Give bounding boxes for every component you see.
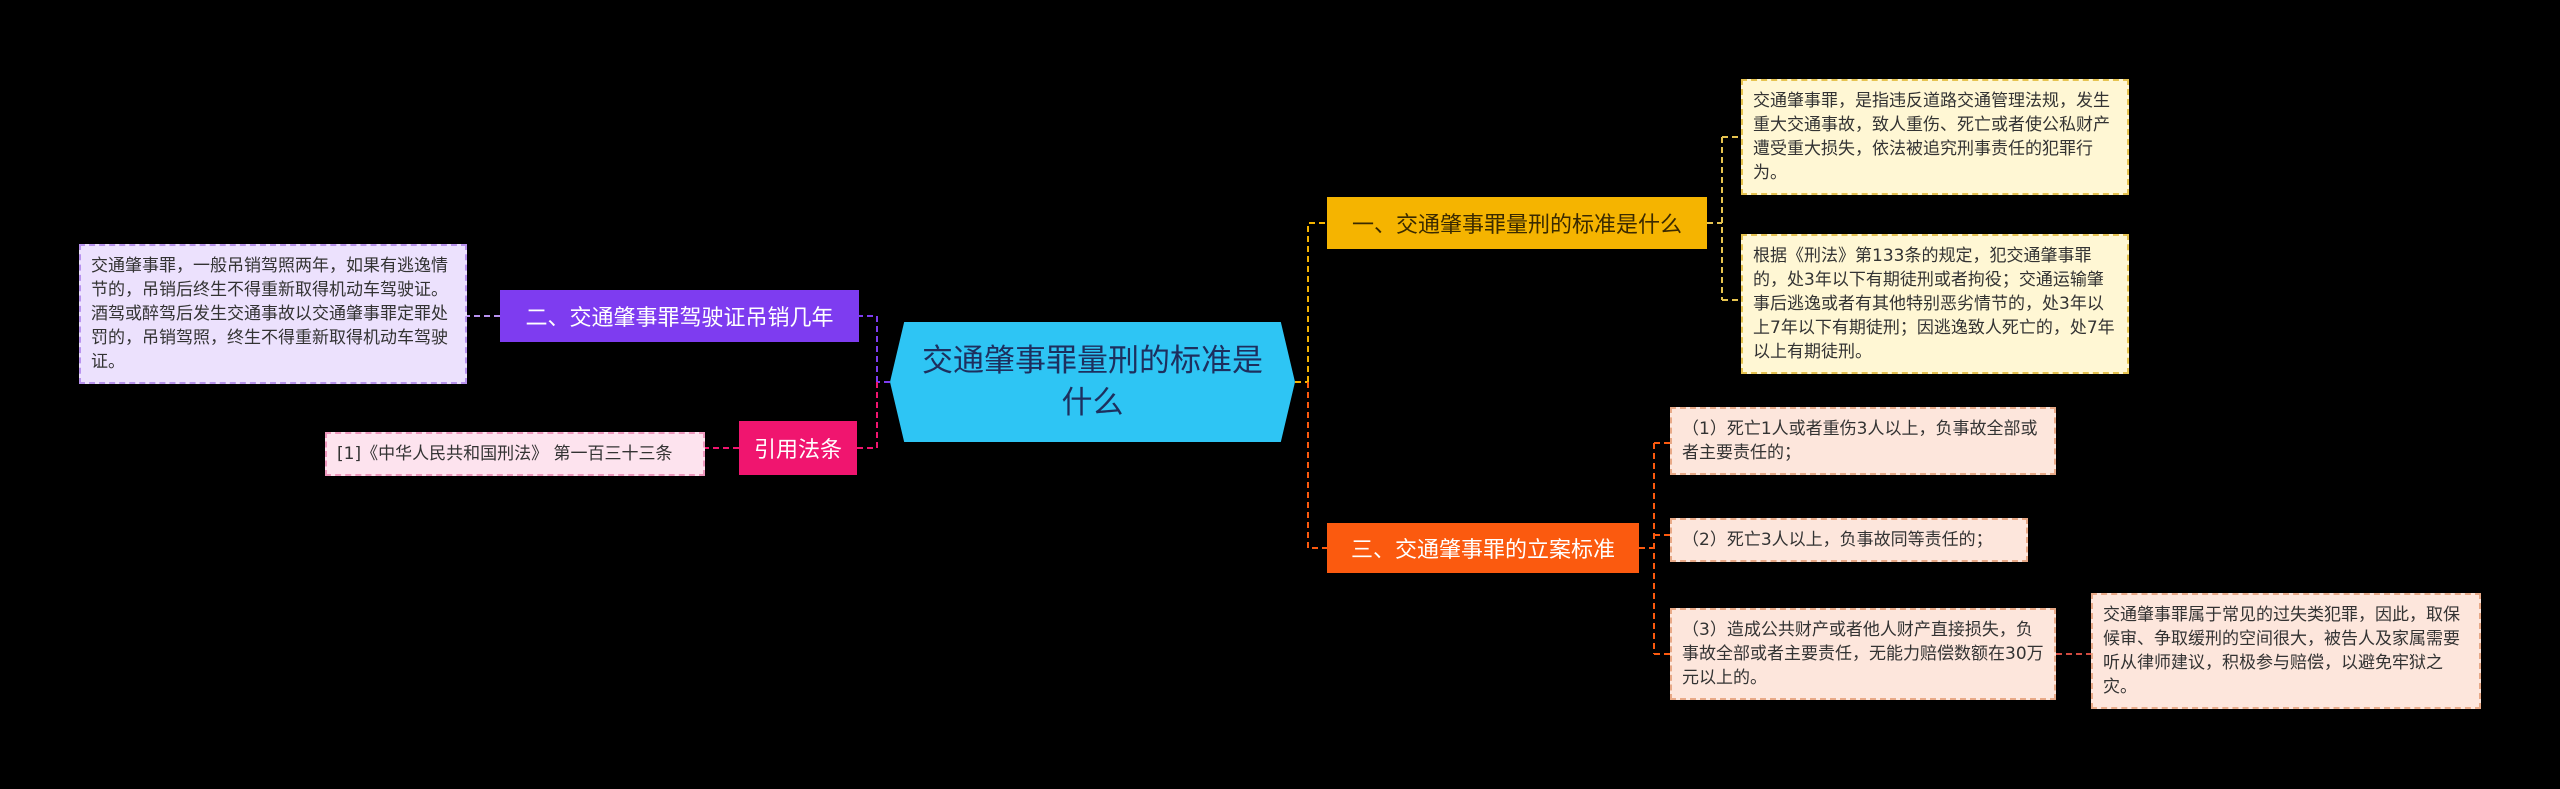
connector-trunk-to-topic-three (1307, 382, 1327, 549)
leaf-criterion-3-text: （3）造成公共财产或者他人财产直接损失，负事故全部或者主要责任，无能力赔偿数额在… (1682, 620, 2044, 688)
connector-topic-one-leaves (1707, 136, 1741, 301)
connector-topic-three-leaves (1639, 442, 1670, 655)
topic-license-revocation-label: 二、交通肇事罪驾驶证吊销几年 (525, 306, 834, 331)
connector-trunk-to-topic-ref (857, 382, 878, 449)
central-topic-label: 交通肇事罪量刑的标准是什么 (922, 343, 1263, 421)
leaf-lawyer-advice-text: 交通肇事罪属于常见的过失类犯罪，因此，取保候审、争取缓刑的空间很大，被告人及家属… (2103, 605, 2460, 697)
topic-filing-standard-label: 三、交通肇事罪的立案标准 (1350, 538, 1615, 563)
leaf-criminal-law-article[interactable]: 根据《刑法》第133条的规定，犯交通肇事罪的，处3年以下有期徒刑或者拘役；交通运… (1741, 234, 2129, 374)
leaf-definition-text: 交通肇事罪，是指违反道路交通管理法规，发生重大交通事故，致人重伤、死亡或者使公私… (1753, 91, 2110, 183)
leaf-criminal-law-article-text: 根据《刑法》第133条的规定，犯交通肇事罪的，处3年以下有期徒刑或者拘役；交通运… (1753, 246, 2115, 362)
leaf-definition[interactable]: 交通肇事罪，是指违反道路交通管理法规，发生重大交通事故，致人重伤、死亡或者使公私… (1741, 79, 2129, 195)
topic-sentencing-standard[interactable]: 一、交通肇事罪量刑的标准是什么 (1327, 197, 1707, 249)
leaf-license-revocation-text: 交通肇事罪，一般吊销驾照两年，如果有逃逸情节的，吊销后终生不得重新取得机动车驾驶… (91, 256, 448, 372)
topic-filing-standard[interactable]: 三、交通肇事罪的立案标准 (1327, 523, 1639, 573)
topic-cited-law-label: 引用法条 (753, 438, 842, 463)
topic-cited-law[interactable]: 引用法条 (739, 421, 857, 475)
leaf-license-revocation[interactable]: 交通肇事罪，一般吊销驾照两年，如果有逃逸情节的，吊销后终生不得重新取得机动车驾驶… (79, 244, 467, 384)
topic-license-revocation[interactable]: 二、交通肇事罪驾驶证吊销几年 (500, 290, 859, 342)
topic-sentencing-standard-label: 一、交通肇事罪量刑的标准是什么 (1351, 213, 1682, 238)
leaf-criterion-3[interactable]: （3）造成公共财产或者他人财产直接损失，负事故全部或者主要责任，无能力赔偿数额在… (1670, 608, 2056, 700)
connector-trunk-to-topic-one (1307, 222, 1327, 382)
leaf-criterion-2[interactable]: （2）死亡3人以上，负事故同等责任的； (1670, 518, 2028, 562)
connector-trunk-to-topic-two (859, 315, 878, 382)
leaf-cited-law[interactable]: [1]《中华人民共和国刑法》 第一百三十三条 (325, 432, 705, 476)
leaf-cited-law-text: [1]《中华人民共和国刑法》 第一百三十三条 (337, 444, 673, 464)
leaf-criterion-1-text: （1）死亡1人或者重伤3人以上，负事故全部或者主要责任的； (1682, 419, 2038, 463)
leaf-criterion-1[interactable]: （1）死亡1人或者重伤3人以上，负事故全部或者主要责任的； (1670, 407, 2056, 475)
leaf-criterion-2-text: （2）死亡3人以上，负事故同等责任的； (1682, 530, 1993, 550)
central-topic[interactable]: 交通肇事罪量刑的标准是什么 (890, 322, 1295, 442)
leaf-lawyer-advice[interactable]: 交通肇事罪属于常见的过失类犯罪，因此，取保候审、争取缓刑的空间很大，被告人及家属… (2091, 593, 2481, 709)
